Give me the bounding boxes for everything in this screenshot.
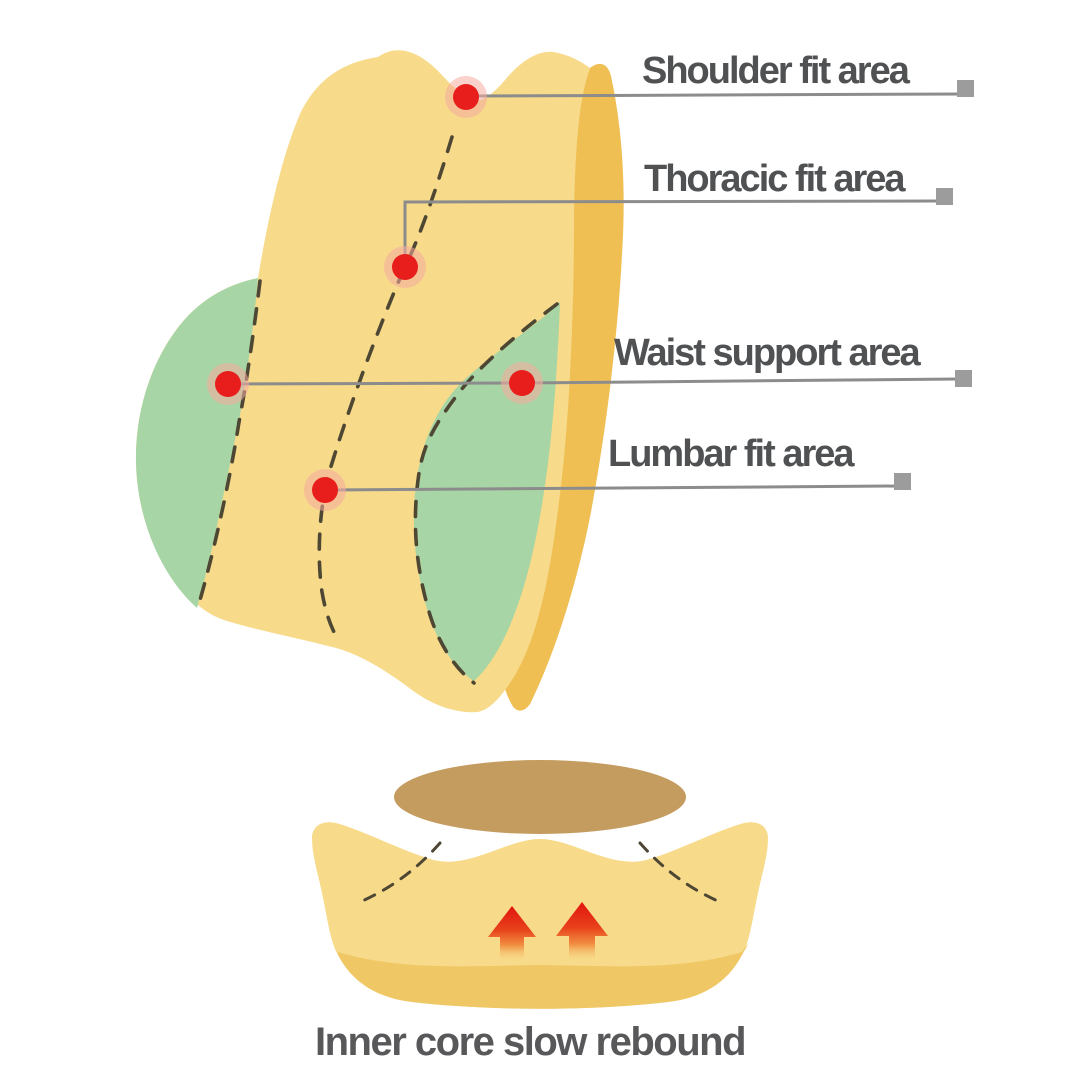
pillow-base-strip — [338, 944, 748, 1009]
callout-square-lumbar — [894, 473, 911, 490]
thoracic-point-marker — [384, 246, 426, 288]
callout-square-shoulder — [957, 80, 974, 97]
callout-line-lumbar — [324, 484, 899, 492]
lumbar-point-marker — [304, 469, 346, 511]
contour-dash-right — [413, 302, 559, 685]
callout-square-thoracic — [936, 188, 953, 205]
caption-inner-core-slow-rebound: Inner core slow rebound — [314, 1020, 747, 1064]
callout-line-thoracic — [403, 199, 939, 267]
label-thoracic-fit-area: Thoracic fit area — [644, 158, 906, 200]
callout-square-waist — [955, 370, 972, 387]
rebound-arrow-up-right — [556, 902, 608, 960]
contour-dash-left — [196, 279, 262, 609]
zone-left-wing — [135, 278, 258, 608]
base-dash-left — [358, 841, 442, 904]
label-waist-support-area: Waist support area — [614, 332, 921, 374]
contour-dash-middle — [317, 135, 454, 643]
label-shoulder-fit-area: Shoulder fit area — [642, 50, 910, 92]
waist-right-point-marker — [501, 362, 543, 404]
rebound-arrow-up-left — [488, 906, 536, 960]
label-lumbar-fit-area: Lumbar fit area — [608, 433, 855, 475]
waist-left-point-marker — [207, 363, 249, 405]
callout-line-shoulder — [465, 92, 965, 98]
pillow-base-body — [312, 822, 768, 1009]
shoulder-point-marker — [445, 76, 487, 118]
base-dash-right — [638, 841, 722, 904]
inner-core-ellipse — [394, 760, 686, 834]
